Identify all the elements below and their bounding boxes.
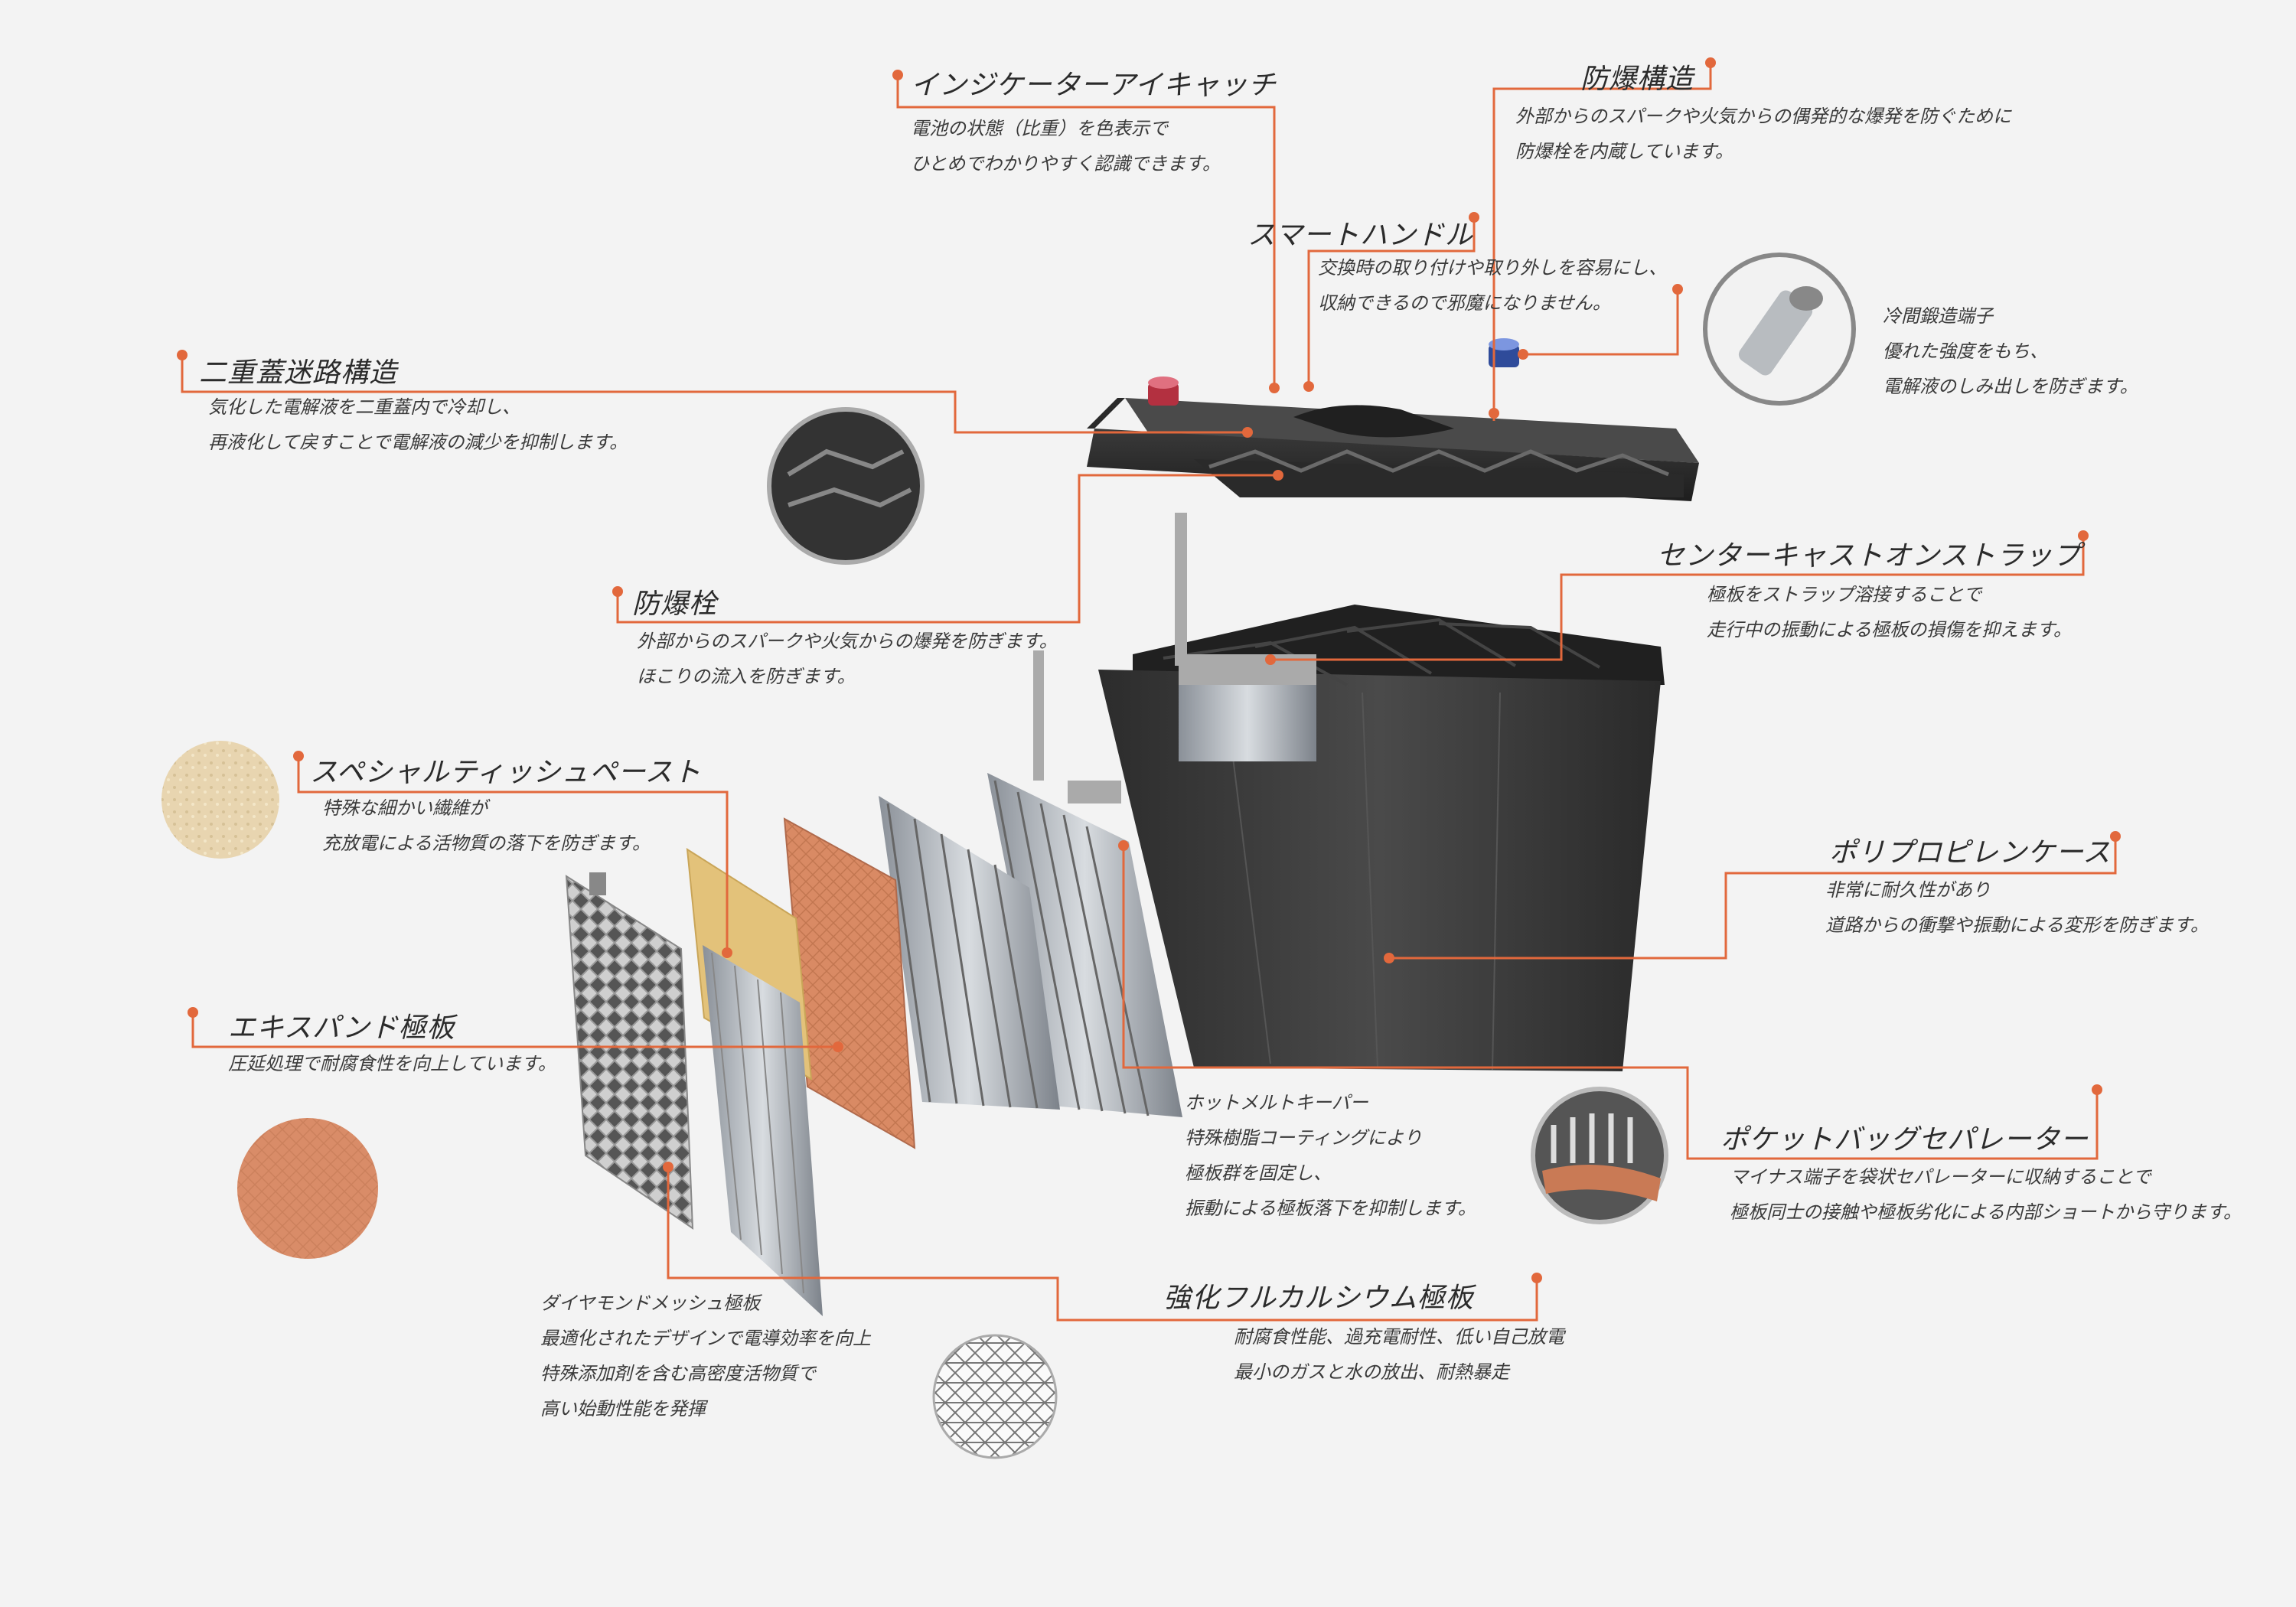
callout-title: エキスパンド極板 [228,1012,455,1044]
callout-title: スマートハンドル [1247,220,1473,251]
callout-line: 圧延処理で耐腐食性を向上しています。 [228,1053,556,1075]
leader-explosion-structure [1492,64,1712,421]
callout-line: 高い始動性能を発揮 [540,1398,706,1420]
callout-explosion-structure: 防爆構造 外部からのスパークや火気からの偶発的な爆発を防ぐために 防爆栓を内蔵し… [1515,63,2281,169]
positive-terminal [1148,376,1179,406]
pocket-separator-inset [1531,1087,1668,1224]
expanded-plate-sheet [703,945,823,1316]
callout-line: 最適化されたデザインで電導効率を向上 [540,1328,871,1349]
callout-line: ダイヤモンドメッシュ極板 [540,1292,761,1314]
callout-indicator: インジケーターアイキャッチ 電池の状態（比重）を色表示で ひとめでわかりやすく認… [911,69,1277,181]
battery-case [1098,513,1665,1071]
callout-line: 振動による極板落下を抑制します。 [1185,1198,1476,1219]
leader-vent-plug [616,474,1278,624]
leader-lines [181,64,2117,1322]
leader-fullcalcium [667,1167,1538,1322]
callout-line: 優れた強度をもち、 [1883,341,2048,362]
callout-double-lid: 二重蓋迷路構造 気化した電解液を二重蓋内で冷却し、 再液化して戻すことで電解液の… [199,357,628,460]
leader-pp-case [1389,838,2117,960]
callout-line: ホットメルトキーパー [1185,1092,1368,1113]
callout-title: センターキャストオンストラップ [1657,540,2082,572]
callout-line: 特殊添加剤を含む高密度活物質で [540,1363,816,1384]
callout-line: 特殊な細かい繊維が [322,797,488,820]
callout-title: ポリプロピレンケース [1829,837,2112,869]
leader-tissue-paste [297,758,729,953]
callout-line: ほこりの流入を防ぎます。 [637,666,856,688]
callout-line: 耐腐食性能、過充電耐性、低い自己放電 [1234,1326,1564,1348]
expanded-plate-inset [237,1118,378,1259]
plate-block-rear [879,796,1060,1110]
diamond-mesh-inset [932,1334,1058,1459]
leader-dots [177,57,2121,1283]
battery-lid [1087,398,1699,501]
callout-line: 特殊樹脂コーティングにより [1185,1127,1423,1149]
callout-line: 最小のガスと水の放出、耐熱暴走 [1234,1361,1509,1384]
callout-diamond-mesh: ダイヤモンドメッシュ極板 最適化されたデザインで電導効率を向上 特殊添加剤を含む… [540,1286,871,1426]
callout-title: ポケットバッグセパレーター [1720,1124,2089,1156]
callout-line: 外部からのスパークや火気からの偶発的な爆発を防ぐために [1515,106,2011,128]
callout-line: マイナス端子を袋状セパレーターに収納することで [1730,1166,2151,1188]
callout-line: 走行中の振動による極板の損傷を抑えます。 [1707,619,2072,641]
double-lid-inset [767,407,925,565]
negative-terminal [1489,338,1519,367]
callout-line: 電池の状態（比重）を色表示で [911,118,1168,140]
callout-line: 道路からの衝撃や振動による変形を防ぎます。 [1825,914,2209,937]
callout-title: インジケーターアイキャッチ [911,70,1277,101]
callout-line: 電解液のしみ出しを防ぎます。 [1883,376,2138,397]
callout-title: 防爆栓 [632,588,718,620]
callout-smart-handle: スマートハンドル 交換時の取り付けや取り外しを容易にし、 収納できるので邪魔にな… [1247,219,1667,321]
leader-center-cast-strap [1270,537,2085,661]
diamond-mesh-grid [565,872,694,1230]
callout-line: 極板同士の接触や極板劣化による内部ショートから守ります。 [1730,1201,2242,1224]
callout-line: 収納できるので邪魔になりません。 [1318,292,1611,315]
callout-expanded-plate: エキスパンド極板 圧延処理で耐腐食性を向上しています。 [228,1012,556,1081]
callout-center-cast-strap: センターキャストオンストラップ 極板をストラップ溶接することで 走行中の振動によ… [1657,539,2081,647]
callout-terminal: 冷間鍛造端子 優れた強度をもち、 電解液のしみ出しを防ぎます。 [1883,298,2138,404]
leader-double-lid [181,357,1247,434]
callout-fullcalcium: 強化フルカルシウム極板 耐腐食性能、過充電耐性、低い自己放電 最小のガスと水の放… [1163,1282,1564,1390]
callout-title: 強化フルカルシウム極板 [1163,1283,1474,1314]
terminal-inset [1703,253,1856,406]
callout-pocket-bag: ポケットバッグセパレーター マイナス端子を袋状セパレーターに収納することで 極板… [1720,1123,2242,1230]
callout-line: 極板をストラップ溶接することで [1707,584,1982,606]
leader-expanded-plate [191,1014,838,1048]
callout-line: 冷間鍛造端子 [1883,305,1993,327]
callout-pp-case: ポリプロピレンケース 非常に耐久性があり 道路からの衝撃や振動による変形を防ぎま… [1825,836,2209,943]
callout-line: 再液化して戻すことで電解液の減少を抑制します。 [208,432,628,454]
callout-line: 外部からのスパークや火気からの爆発を防ぎます。 [637,631,1058,653]
tissue-fiber-inset [161,741,279,859]
callout-line: 交換時の取り付けや取り外しを容易にし、 [1318,257,1667,279]
callout-title: 二重蓋迷路構造 [199,357,398,389]
leader-pocket-bag [1122,846,2099,1160]
callout-line: ひとめでわかりやすく認識できます。 [911,153,1221,175]
leader-indicator [896,77,1276,386]
leader-smart-handle [1307,219,1476,385]
callout-tissue-paste: スペシャルティッシュペースト 特殊な細かい繊維が 充放電による活物質の落下を防ぎ… [310,756,702,861]
callout-title: スペシャルティッシュペースト [310,757,702,788]
callout-line: 極板群を固定し、 [1185,1162,1332,1184]
callout-hot-melt: ホットメルトキーパー 特殊樹脂コーティングにより 極板群を固定し、 振動による極… [1185,1085,1476,1226]
callout-line: 非常に耐久性があり [1825,879,1991,901]
callout-line: 防爆栓を内蔵しています。 [1515,141,1733,163]
callout-line: 気化した電解液を二重蓋内で冷却し、 [208,396,520,419]
callout-vent-plug: 防爆栓 外部からのスパークや火気からの爆発を防ぎます。 ほこりの流入を防ぎます。 [632,588,1058,694]
leader-terminal [1523,291,1679,356]
callout-line: 充放電による活物質の落下を防ぎます。 [322,833,651,855]
callout-title: 防爆構造 [1580,64,1694,95]
